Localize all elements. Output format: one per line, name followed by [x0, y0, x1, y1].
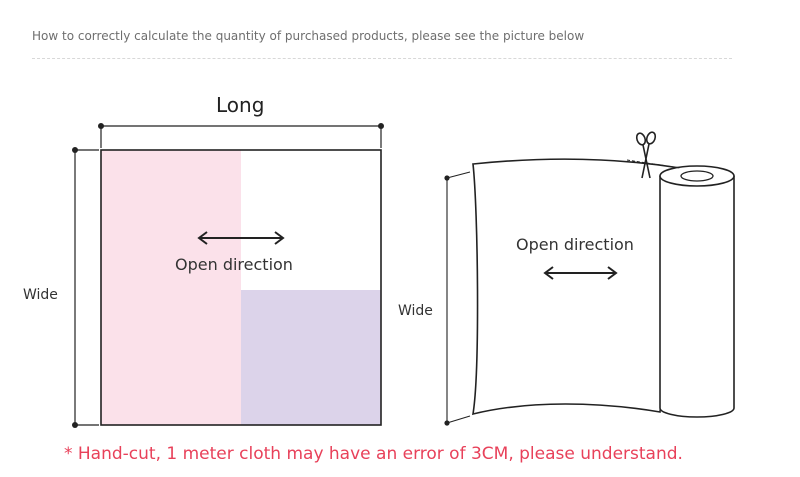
dimension-dot	[378, 123, 384, 129]
scissors-icon	[635, 131, 657, 179]
disclaimer-note: * Hand-cut, 1 meter cloth may have an er…	[64, 444, 683, 464]
instruction-text: How to correctly calculate the quantity …	[32, 29, 585, 43]
wide-label-left: Wide	[23, 287, 58, 303]
cut-line	[626, 159, 681, 169]
wide-dimension-line-left	[74, 149, 99, 426]
roll-cylinder	[659, 176, 735, 418]
roll-core	[680, 170, 714, 182]
dimension-dot	[444, 175, 450, 181]
dimension-dot	[72, 147, 78, 153]
long-dimension-line	[100, 125, 382, 148]
double-arrow-left	[197, 231, 285, 245]
dimension-dot	[72, 422, 78, 428]
double-arrow-right	[543, 266, 618, 280]
lavender-panel	[241, 290, 381, 425]
open-direction-label-right: Open direction	[516, 235, 634, 254]
wide-label-right: Wide	[398, 303, 433, 319]
open-direction-label-left: Open direction	[175, 255, 293, 274]
wide-dimension-line-right	[446, 171, 471, 424]
pink-panel	[101, 150, 241, 425]
long-label: Long	[216, 93, 265, 117]
dimension-dot	[444, 420, 450, 426]
dashed-divider	[32, 58, 732, 59]
fabric-sheet	[472, 158, 681, 416]
fabric-outline	[100, 149, 382, 426]
dimension-dot	[98, 123, 104, 129]
